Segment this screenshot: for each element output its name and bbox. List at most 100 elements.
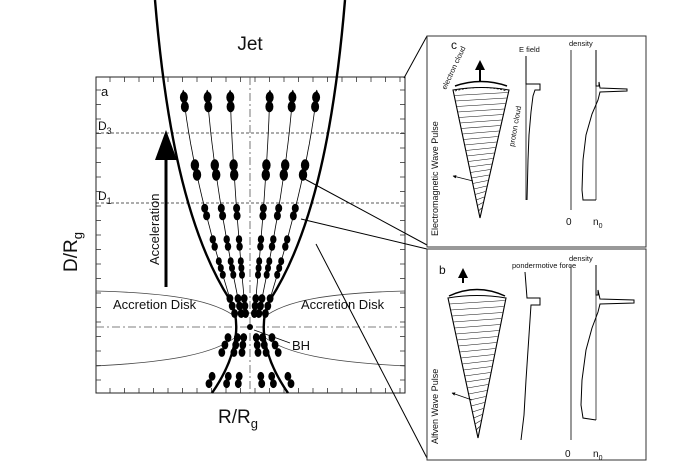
plasma-blob: [262, 348, 270, 357]
plasma-blob: [203, 91, 212, 103]
hatch-line: [473, 414, 483, 419]
plasma-blob: [279, 169, 288, 181]
plasma-blob: [242, 309, 250, 318]
plasma-blob: [232, 340, 240, 350]
plasma-blob: [265, 101, 274, 113]
plasma-blob: [233, 203, 241, 213]
bh-pointer: [253, 329, 291, 344]
y-axis-label: D/Rg: [61, 232, 85, 272]
plasma-blob: [262, 309, 269, 318]
hatch-line: [472, 408, 484, 413]
plasma-blob: [254, 348, 262, 357]
plasma-blob: [221, 340, 229, 350]
plasma-blob: [204, 101, 213, 113]
jet-streamlines: [181, 89, 319, 319]
plasma-blob: [288, 91, 297, 103]
hatch-line: [455, 330, 499, 335]
plasma-blob: [234, 379, 242, 389]
plasma-blob: [236, 242, 243, 251]
acceleration-label: Acceleration: [147, 193, 162, 265]
plasma-blob: [271, 340, 279, 350]
connector-top: [403, 35, 428, 79]
main-panel: Jet a D3 D1 Accretion Disk Accretion Dis…: [61, 0, 406, 431]
plasma-blob: [226, 294, 234, 303]
plasma-blob: [190, 159, 200, 171]
inset-c-frame: [426, 35, 647, 248]
plasma-blob: [229, 264, 235, 272]
alfven-pulse-pointer: [451, 392, 473, 401]
plasma-blob: [230, 169, 239, 181]
hatch-line: [462, 130, 500, 135]
plasma-blob: [287, 101, 296, 113]
plasma-blob: [224, 371, 232, 381]
plasma-blob: [240, 333, 248, 342]
hatch-line: [476, 196, 485, 201]
plasma-blob: [284, 235, 291, 244]
zero-label-c: 0: [566, 217, 572, 228]
plasma-blob: [238, 348, 246, 357]
plasma-blob: [236, 301, 243, 311]
d1-label: D1: [98, 189, 112, 206]
connector-c-bottom: [300, 176, 428, 246]
plasma-blob: [252, 294, 260, 303]
plasma-blob: [203, 211, 211, 221]
hatch-line: [467, 384, 489, 389]
plasma-blob: [255, 309, 263, 318]
plasma-blob: [287, 379, 295, 389]
hatch-line: [454, 92, 508, 96]
jet-right-boundary: [262, 0, 347, 394]
plasma-blob: [230, 270, 237, 279]
x-axis-label: R/Rg: [218, 407, 258, 431]
plasma-blob: [179, 91, 188, 103]
alfven-pulse-label: Alfven Wave Pulse: [430, 369, 440, 444]
hatch-line: [476, 426, 480, 431]
plasma-blob: [251, 301, 259, 311]
hatch-line: [461, 125, 501, 129]
plasma-blob: [237, 257, 244, 266]
hatch-line: [468, 158, 493, 162]
plasma-blob: [209, 235, 216, 244]
plasma-blob: [270, 235, 277, 244]
plasma-blob: [298, 169, 308, 181]
plasma-blob: [278, 257, 285, 266]
inset-c-label: c: [451, 38, 457, 52]
plasma-blob: [312, 91, 321, 103]
hatch-line: [454, 324, 501, 329]
alfven-front-arc: [448, 288, 506, 297]
plasma-blob: [258, 379, 266, 389]
plasma-blob: [281, 159, 290, 171]
hatch-line: [459, 348, 496, 353]
plasma-blob: [268, 371, 276, 381]
plasma-blob: [238, 264, 245, 272]
hatch-line: [463, 366, 492, 371]
plasma-blob: [241, 301, 249, 311]
hatch-line: [474, 420, 481, 425]
plasma-blob: [219, 270, 226, 279]
plasma-blob: [223, 379, 231, 389]
pondermotive-curve: [520, 271, 541, 441]
density-label-c: density: [569, 39, 593, 48]
plasma-blob: [226, 101, 235, 113]
hatch-line: [469, 163, 492, 168]
arrow-c-head: [475, 60, 485, 70]
electron-cloud-arc: [454, 80, 508, 87]
panel-a-label: a: [101, 84, 109, 99]
disk-left-label: Accretion Disk: [113, 297, 197, 312]
disk-left-lower-edge: [95, 335, 238, 367]
hatch-line: [450, 306, 504, 311]
plasma-blob: [217, 264, 224, 272]
disk-right-label: Accretion Disk: [301, 297, 385, 312]
plasma-blob: [258, 294, 266, 303]
plasma-blob: [265, 264, 271, 272]
plasma-blob: [300, 159, 310, 171]
inset-b-label: b: [439, 263, 446, 277]
plasma-blob: [260, 340, 268, 350]
plasma-blob: [224, 333, 232, 342]
plasma-blob: [235, 371, 243, 381]
plasma-blob: [224, 242, 232, 251]
plasma-blob: [311, 101, 320, 113]
plasma-blob: [252, 333, 260, 342]
hatch-line: [471, 402, 485, 407]
plasma-blob: [235, 235, 243, 244]
